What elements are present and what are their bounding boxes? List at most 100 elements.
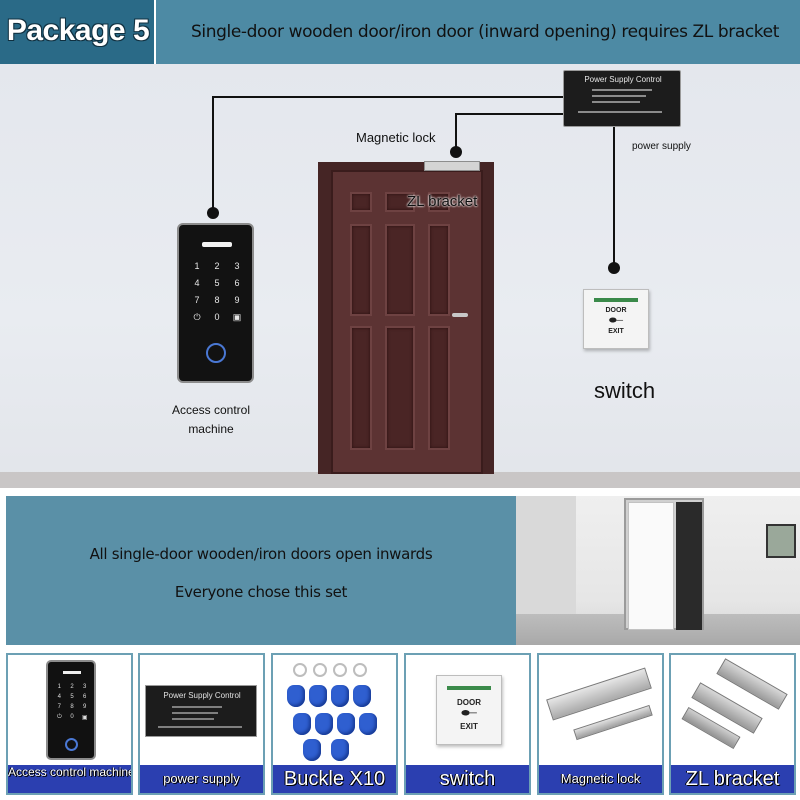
keypad-key: 6	[234, 278, 240, 288]
key-fob-icon	[293, 713, 311, 735]
keypad-key: 5	[214, 278, 220, 288]
door-handle	[452, 313, 468, 317]
psu-spec-line	[158, 726, 242, 728]
header-title: Single-door wooden door/iron door (inwar…	[191, 22, 779, 42]
product-label-band	[539, 765, 662, 793]
product-label-band	[671, 765, 794, 793]
fingerprint-sensor-icon	[65, 738, 78, 751]
exit-switch-door-text: DOOR	[605, 307, 627, 314]
package-badge-text: Package 5	[6, 14, 150, 47]
psu-spec-line	[592, 89, 652, 91]
key-fob-icon	[359, 713, 377, 735]
power-supply-plate-title: Power Supply Control	[163, 691, 241, 700]
key-fob-icon	[331, 685, 349, 707]
product-label-band	[140, 765, 263, 793]
key-fob-icon	[309, 685, 327, 707]
wire-junction-keypad	[207, 207, 219, 219]
door-panel	[428, 326, 450, 450]
key-fob-icon	[337, 713, 355, 735]
key-fob-icon	[287, 685, 305, 707]
keypad-key: 9	[234, 295, 240, 305]
door-panel	[385, 326, 415, 450]
door-panel	[428, 224, 450, 316]
door-panel	[350, 192, 372, 212]
exit-switch-device: DOOR ⬬─ EXIT	[583, 289, 649, 349]
product-label: Access control machine	[8, 765, 133, 779]
exit-switch-indicator	[447, 686, 491, 690]
product-label-band	[8, 765, 131, 793]
wiring-lines	[207, 96, 620, 274]
fingerprint-sensor-icon	[206, 343, 226, 363]
exit-switch-thumbnail: DOOR ⬬─ EXIT	[436, 675, 502, 745]
zl-bracket-label: ZL bracket	[407, 193, 478, 210]
power-supply-unit: Power Supply Control	[563, 70, 681, 127]
keypad-key: 0	[214, 312, 220, 322]
bell-key-icon: ▣	[232, 312, 242, 322]
armature-plate-thumbnail	[573, 704, 653, 741]
magnetic-lock-label: Magnetic lock	[356, 130, 436, 145]
key-icon: ⬬─	[608, 315, 624, 325]
floor-strip	[0, 472, 800, 488]
power-supply-label: power supply	[632, 141, 691, 152]
key-fob-icon	[315, 713, 333, 735]
keypad-key: 7	[194, 295, 200, 305]
psu-spec-line	[172, 712, 218, 714]
power-supply-plate-title: Power Supply Control	[584, 75, 662, 84]
keypad-key: 3	[234, 261, 240, 271]
product-tile-zl-bracket: ZL bracket	[669, 653, 796, 795]
banner-line-2: Everyone chose this set	[174, 583, 348, 601]
header-bar: Package 5 Single-door wooden door/iron d…	[0, 0, 800, 64]
power-supply-thumbnail: Power Supply Control	[145, 685, 257, 737]
key-ring-icon	[313, 663, 327, 677]
key-fob-icon	[303, 739, 321, 761]
key-fob-icon	[331, 739, 349, 761]
product-tile-buckle: Buckle X10	[271, 653, 398, 795]
product-tile-magnetic-lock: Magnetic lock	[537, 653, 664, 795]
room-open-door	[628, 502, 674, 630]
power-key-icon: ⏻	[193, 312, 201, 322]
banner-line-1: All single-door wooden/iron doors open i…	[89, 545, 433, 563]
key-icon: ⬬─	[461, 708, 477, 719]
door-panel	[385, 224, 415, 316]
door-panel	[428, 192, 450, 212]
keypad-key: 2	[214, 261, 220, 271]
keypad-indicator	[202, 242, 232, 247]
room-photo	[516, 496, 800, 645]
exit-switch-door-text: DOOR	[457, 698, 481, 707]
keypad-key: 4	[194, 278, 200, 288]
wall-picture	[766, 524, 796, 558]
psu-spec-line	[172, 706, 222, 708]
exit-switch-indicator	[594, 298, 638, 302]
key-ring-icon	[353, 663, 367, 677]
package-badge: Package 5	[0, 0, 156, 64]
keypad-key: 8	[214, 295, 220, 305]
room-doorway	[676, 502, 702, 630]
wire-junction-lock	[450, 146, 462, 158]
switch-label: switch	[594, 378, 656, 403]
psu-spec-line	[578, 111, 662, 113]
magnetic-lock-device	[424, 161, 480, 171]
wire-lock-to-psu	[455, 113, 563, 150]
product-label-band	[406, 765, 529, 793]
psu-spec-line	[172, 718, 214, 720]
door-panel	[350, 326, 372, 450]
keypad-indicator	[63, 671, 81, 674]
product-label-band	[273, 765, 396, 793]
product-label: Magnetic lock	[560, 771, 641, 786]
keypad-digits: 1 2 3 4 5 6 7 8 9 ⏻ 0 ▣	[187, 261, 247, 323]
keypad-key: 1	[194, 261, 200, 271]
product-label: Buckle X10	[283, 768, 386, 790]
wire-junction-switch	[608, 262, 620, 274]
banner-box	[6, 496, 516, 645]
door-panel	[350, 224, 372, 316]
door-panel	[385, 192, 415, 212]
psu-spec-line	[592, 95, 646, 97]
key-ring-icon	[293, 663, 307, 677]
key-fob-icon	[353, 685, 371, 707]
access-control-keypad: 1 2 3 4 5 6 7 8 9 ⏻ 0 ▣	[177, 223, 254, 383]
product-label: switch	[439, 768, 496, 790]
